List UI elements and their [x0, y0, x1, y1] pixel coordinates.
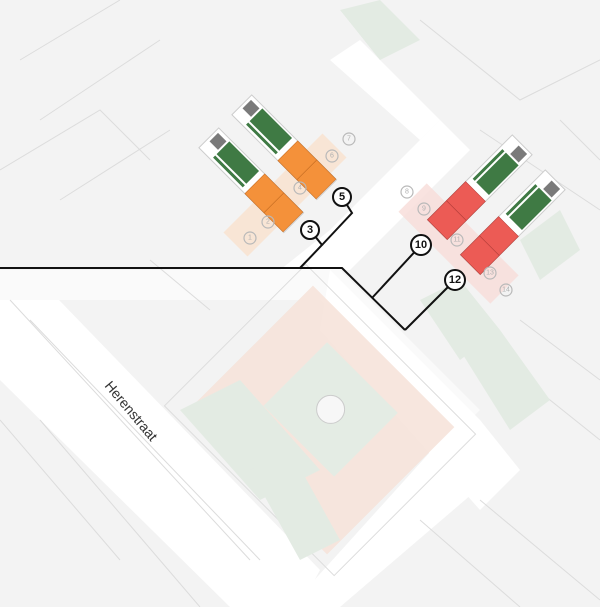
svg-text:7: 7	[347, 136, 351, 143]
unit-number-1[interactable]: 1	[243, 231, 257, 245]
svg-text:10: 10	[415, 239, 427, 251]
svg-text:9: 9	[422, 206, 426, 213]
svg-text:5: 5	[339, 191, 345, 203]
unit-marker-5[interactable]: 5	[332, 187, 352, 207]
unit-number-4[interactable]: 4	[293, 181, 307, 195]
svg-text:8: 8	[405, 189, 409, 196]
svg-text:2: 2	[266, 219, 270, 226]
unit-marker-3[interactable]: 3	[300, 220, 320, 240]
svg-text:1: 1	[248, 235, 252, 242]
unit-number-14[interactable]: 14	[499, 283, 513, 297]
unit-number-6[interactable]: 6	[325, 149, 339, 163]
unit-number-7[interactable]: 7	[342, 132, 356, 146]
unit-marker-12[interactable]: 12	[444, 269, 466, 291]
svg-text:14: 14	[502, 287, 510, 294]
svg-text:13: 13	[486, 270, 494, 277]
svg-text:6: 6	[330, 153, 334, 160]
left-cluster	[198, 94, 347, 257]
unit-number-13[interactable]: 13	[483, 266, 497, 280]
svg-text:11: 11	[453, 237, 460, 244]
unit-number-2[interactable]: 2	[261, 215, 275, 229]
svg-text:3: 3	[307, 224, 313, 236]
unit-marker-10[interactable]: 10	[410, 234, 432, 256]
unit-number-8[interactable]: 8	[400, 185, 414, 199]
green-areas	[180, 0, 580, 560]
roads	[0, 40, 520, 607]
courtyard-block	[163, 263, 477, 577]
svg-text:4: 4	[298, 185, 302, 192]
svg-text:12: 12	[449, 274, 461, 286]
unit-number-11[interactable]: 11	[450, 233, 464, 247]
unit-number-9[interactable]: 9	[417, 202, 431, 216]
